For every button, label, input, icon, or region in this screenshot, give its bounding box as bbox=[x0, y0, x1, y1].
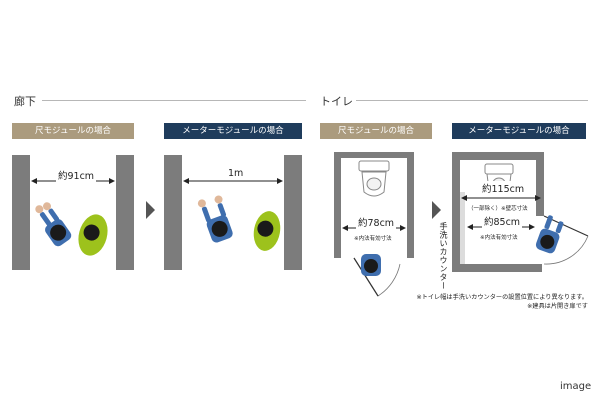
corridor-shaku-dimension: 約91cm bbox=[56, 168, 97, 182]
corridor-divider bbox=[42, 100, 306, 101]
left-wall bbox=[12, 155, 30, 270]
toilet-meter-diagram: 約115cm （一部除く）※壁芯寸法 約85cm ※内法有効寸法 bbox=[452, 152, 598, 282]
arrow-right-icon bbox=[432, 201, 441, 219]
footnote-width: ※トイレ幅は手洗いカウンターの設置位置により異なります。 bbox=[416, 294, 588, 301]
toilet-meter-inner-dimension: 約85cm bbox=[482, 214, 523, 228]
toilet-meter-wall-note: （一部除く）※壁芯寸法 bbox=[468, 204, 528, 212]
corridor-meter-diagram: 1m bbox=[164, 155, 302, 270]
toilet-meter-plan bbox=[452, 152, 589, 272]
toilet-bowl bbox=[358, 160, 390, 197]
right-wall bbox=[116, 155, 134, 270]
person-blue bbox=[197, 195, 233, 243]
toilet-shaku-note: ※内法有効寸法 bbox=[354, 234, 392, 242]
corridor-meter-dimension: 1m bbox=[226, 168, 246, 179]
toilet-shaku-plan bbox=[334, 152, 414, 297]
person-green bbox=[253, 211, 281, 251]
footnote-door: ※建具は片開き扉です bbox=[527, 303, 588, 310]
person-blue bbox=[535, 215, 564, 254]
person-blue bbox=[361, 254, 381, 276]
image-caption: image bbox=[560, 381, 592, 392]
toilet-divider bbox=[356, 100, 588, 101]
corridor-shaku-figures bbox=[31, 178, 115, 256]
corridor-shaku-diagram: 約91cm bbox=[12, 155, 134, 270]
corridor-meter-figures bbox=[183, 178, 283, 251]
toilet-section-title: トイレ bbox=[320, 95, 353, 108]
corridor-meter-label: メーターモジュールの場合 bbox=[164, 123, 302, 139]
arrow-right-icon bbox=[146, 201, 155, 219]
corridor-shaku-label: 尺モジュールの場合 bbox=[12, 123, 134, 139]
corridor-section-title: 廊下 bbox=[14, 95, 36, 108]
person-green bbox=[78, 214, 108, 256]
left-wall bbox=[164, 155, 182, 270]
right-wall bbox=[284, 155, 302, 270]
toilet-meter-label: メーターモジュールの場合 bbox=[452, 123, 586, 139]
toilet-shaku-label: 尺モジュールの場合 bbox=[320, 123, 432, 139]
toilet-meter-outer-dimension: 約115cm bbox=[480, 181, 527, 195]
toilet-meter-note: ※内法有効寸法 bbox=[480, 233, 518, 241]
toilet-shaku-diagram: 約78cm ※内法有効寸法 bbox=[334, 152, 424, 302]
person-blue bbox=[35, 202, 72, 247]
hand-wash-counter-label: 手洗いカウンター bbox=[439, 222, 448, 290]
door-swing bbox=[543, 235, 589, 265]
toilet-shaku-dimension: 約78cm bbox=[356, 215, 397, 229]
